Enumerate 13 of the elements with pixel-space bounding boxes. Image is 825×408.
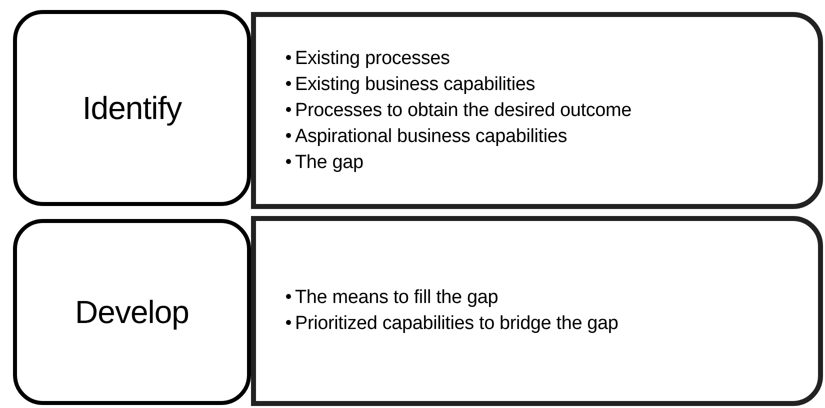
stage-label: Develop (75, 294, 189, 330)
stage-box (13, 10, 251, 206)
bullet-item: Existing business capabilities (286, 72, 818, 98)
bullet-item: The gap (286, 150, 818, 176)
bullet-item: The means to fill the gap (286, 285, 818, 311)
bullet-item: Aspirational business capabilities (286, 124, 818, 150)
stage-box (13, 219, 251, 405)
bullet-item: Existing processes (286, 46, 818, 72)
bullet-item: Prioritized capabilities to bridge the gap (286, 311, 818, 337)
detail-box (251, 12, 823, 209)
detail-box (251, 216, 823, 406)
stage-label: Identify (82, 90, 182, 126)
bullet-item: Processes to obtain the desired outcome (286, 98, 818, 124)
